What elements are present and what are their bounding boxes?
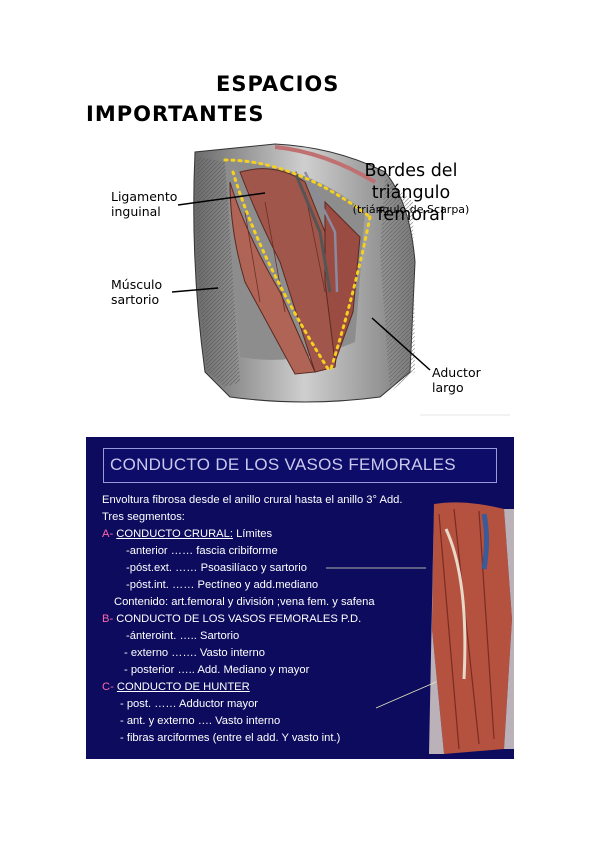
section-c-name: CONDUCTO DE HUNTER — [116, 681, 250, 693]
section-c-item: - ant. y externo …. Vasto interno — [120, 715, 281, 727]
page-title-line-2: IMPORTANTES — [86, 102, 265, 126]
section-b-item: - externo ……. Vasto interno — [124, 647, 265, 659]
triangle-borders-title: Bordes del triángulo femoral — [364, 161, 458, 225]
section-a-item: -póst.int. …… Pectíneo y add.mediano — [126, 579, 319, 591]
leg-muscle-illustration — [429, 502, 514, 754]
section-b-item: -ánteroint. ….. Sartorio — [126, 630, 240, 642]
section-c-item: - post. …… Adductor mayor — [120, 698, 259, 710]
slide-intro-1: Envoltura fibrosa desde el anillo crural… — [102, 494, 403, 506]
label-ligamento-inguinal: Ligamento inguinal — [111, 189, 178, 219]
section-c-item: - fibras arciformes (entre el add. Y vas… — [120, 732, 341, 744]
section-c-letter: C- — [102, 681, 114, 693]
slide-title-box: CONDUCTO DE LOS VASOS FEMORALES — [103, 448, 497, 483]
section-a-contenido: Contenido: art.femoral y división ;vena … — [114, 596, 375, 608]
section-a-item: -anterior …… fascia cribiforme — [126, 545, 278, 557]
scarpa-subtitle: (triángulo de Scarpa) — [352, 203, 470, 216]
section-b-heading: B- CONDUCTO DE LOS VASOS FEMORALES P.D. — [102, 613, 361, 626]
section-a-letter: A- — [102, 528, 114, 540]
femoral-canal-slide: CONDUCTO DE LOS VASOS FEMORALES Envoltur… — [86, 437, 514, 759]
slide-pointer-lines — [326, 567, 437, 709]
section-b-letter: B- — [102, 613, 114, 625]
page-title-line-1: ESPACIOS — [216, 72, 340, 96]
section-b-name: CONDUCTO DE LOS VASOS FEMORALES P.D. — [116, 613, 362, 625]
section-a-item: -póst.ext. …… Psoasilíaco y sartorio — [126, 562, 307, 574]
section-a-heading: A- CONDUCTO CRURAL: Límites — [102, 528, 272, 541]
section-c-heading: C- CONDUCTO DE HUNTER — [102, 681, 250, 694]
slide-intro-2: Tres segmentos: — [102, 511, 185, 523]
section-a-name: CONDUCTO CRURAL: — [116, 528, 233, 540]
label-musculo-sartorio: Músculo sartorio — [111, 277, 163, 307]
label-aductor-largo: Aductor largo — [432, 365, 481, 395]
section-a-suffix: Límites — [236, 528, 273, 540]
section-b-item: - posterior ….. Add. Mediano y mayor — [124, 664, 310, 676]
slide-title: CONDUCTO DE LOS VASOS FEMORALES — [110, 455, 456, 474]
